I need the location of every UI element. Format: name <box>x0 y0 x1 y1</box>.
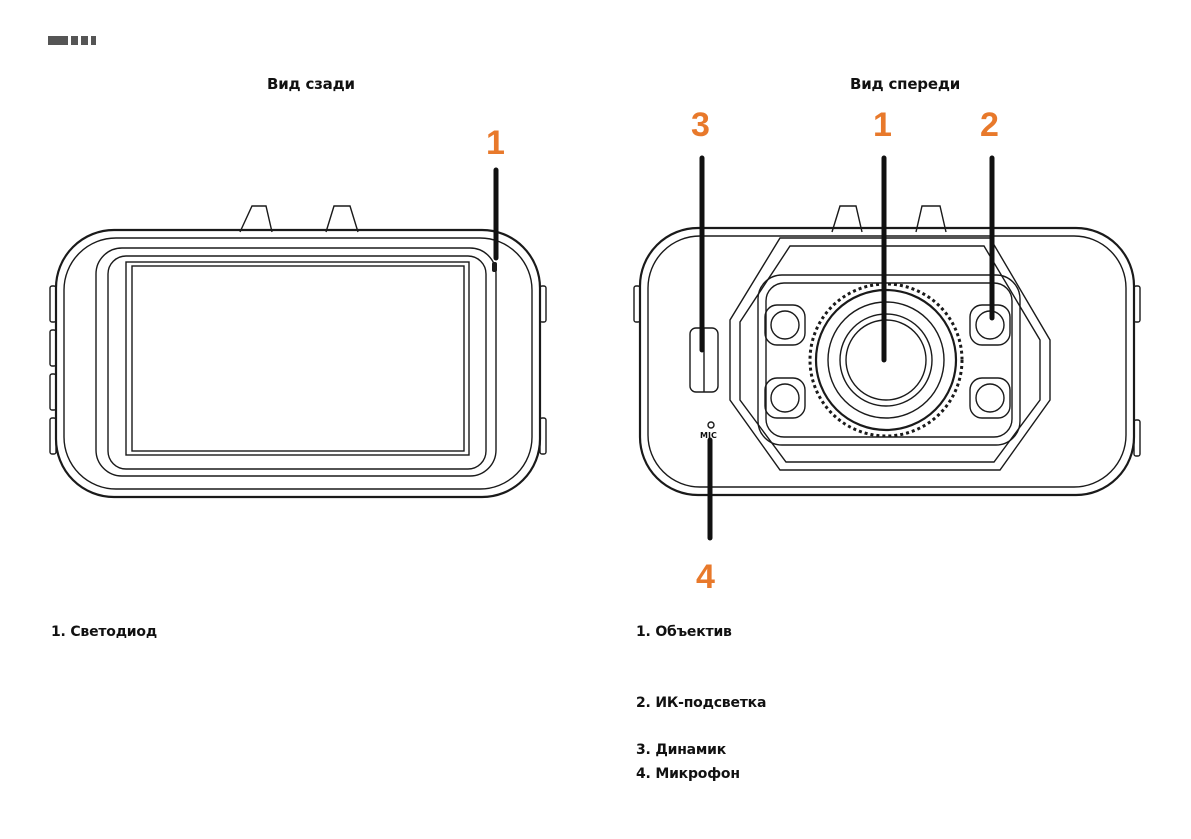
front-callout-1: 1 <box>873 106 892 144</box>
front-view-title: Вид спереди <box>850 75 961 93</box>
rear-legend-item: 1. Светодиод <box>51 624 157 640</box>
rear-callout-1: 1 <box>486 124 505 162</box>
front-legend-item-2: 2. ИК-подсветка <box>636 695 767 711</box>
front-callout-3: 3 <box>691 106 710 144</box>
page-marker <box>48 36 96 45</box>
front-legend-item-3: 3. Динамик <box>636 742 727 758</box>
front-legend-item-1: 1. Объектив <box>636 624 732 640</box>
rear-view-title: Вид сзади <box>267 75 355 93</box>
front-callout-4: 4 <box>696 558 715 596</box>
front-legend-item-4: 4. Микрофон <box>636 766 740 782</box>
mic-label: MIC <box>700 431 717 440</box>
front-callout-2: 2 <box>980 106 999 144</box>
led-indicator <box>492 262 497 272</box>
